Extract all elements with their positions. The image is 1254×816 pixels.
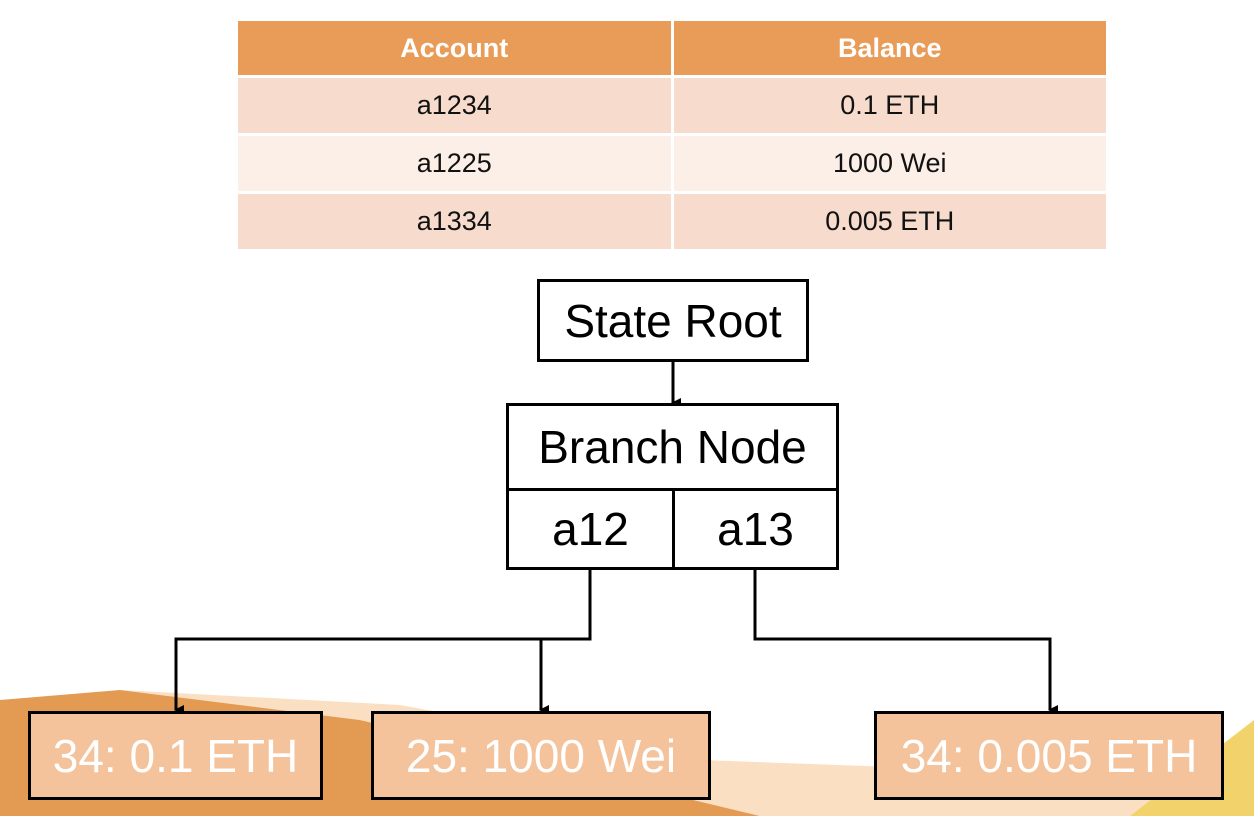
header-balance: Balance [670, 18, 1109, 78]
cell-balance: 0.1 ETH [670, 75, 1109, 136]
branch-key-a12: a12 [506, 488, 675, 570]
table-header-row: Account Balance [235, 18, 1109, 78]
header-account: Account [235, 18, 674, 78]
table-row: a1334 0.005 ETH [235, 191, 1109, 252]
cell-account: a1234 [235, 75, 674, 136]
cell-balance: 0.005 ETH [670, 191, 1109, 252]
table-row: a1225 1000 Wei [235, 133, 1109, 194]
leaf-node-3: 34: 0.005 ETH [874, 711, 1224, 800]
table-row: a1234 0.1 ETH [235, 75, 1109, 136]
leaf-node-1: 34: 0.1 ETH [28, 711, 323, 800]
account-balance-table: Account Balance a1234 0.1 ETH a1225 1000… [235, 18, 1109, 252]
branch-node: Branch Node [506, 403, 839, 491]
a12-connector [174, 568, 592, 715]
cell-account: a1334 [235, 191, 674, 252]
state-root-node: State Root [537, 279, 809, 362]
cell-account: a1225 [235, 133, 674, 194]
branch-key-a13: a13 [672, 488, 839, 570]
cell-balance: 1000 Wei [670, 133, 1109, 194]
a13-connector [753, 568, 1058, 715]
leaf-node-2: 25: 1000 Wei [371, 711, 711, 800]
